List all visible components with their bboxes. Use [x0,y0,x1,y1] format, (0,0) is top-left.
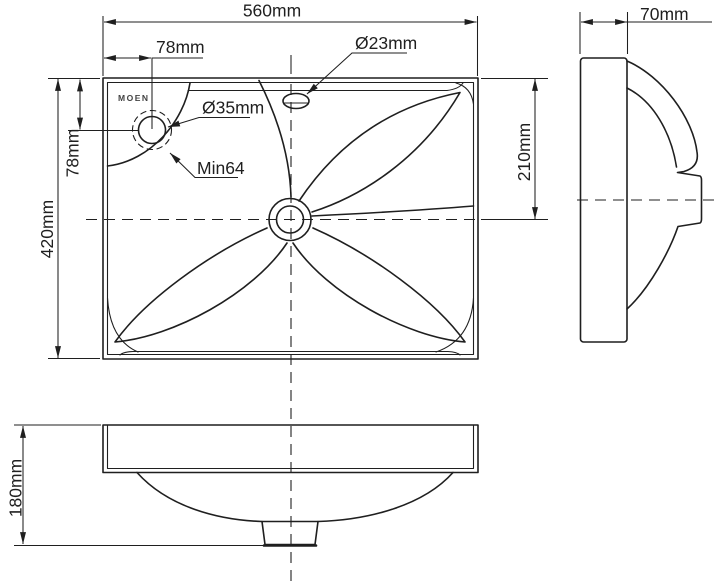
dim-drain-from-top: 210mm [481,77,548,221]
dim-faucet-offset-h-label: 78mm [156,37,205,57]
dim-side-width: 70mm [579,4,712,54]
callout-faucet-hole: Ø35mm [167,98,264,128]
dim-height: 180mm [6,424,264,547]
basin-inner-edges [106,82,475,356]
dim-height-label: 180mm [6,459,26,517]
callout-min-clearance: Min64 [169,152,245,179]
dim-height-extensions [14,424,264,547]
brand-label: MOEN [118,93,150,103]
dim-overall-width-extensions [102,16,479,76]
dim-depth-label: 420mm [37,200,57,258]
callout-faucet-label: Ø35mm [202,98,264,118]
callout-faucet-leader [167,116,250,128]
callout-overflow-label: Ø23mm [355,33,417,53]
dim-drain-extensions [481,77,548,221]
dim-faucet-offset-vertical: 78mm [63,79,83,178]
front-view [102,424,479,547]
front-view-rim-inner [106,424,475,470]
overflow-hole-edge [282,92,310,110]
dim-overall-width-label: 560mm [243,1,301,21]
dim-side-width-label: 70mm [640,4,689,24]
basin-petal-pattern [114,79,475,343]
dim-depth-extensions [48,77,100,360]
front-view-rim-outer [102,424,479,474]
dim-faucet-offset-v-label: 78mm [63,129,83,178]
dim-side-width-extensions [579,12,712,54]
callout-min-clearance-label: Min64 [197,158,245,178]
dim-depth: 420mm [37,77,100,360]
side-view-bowl-profile [626,60,703,310]
side-view [577,57,716,343]
front-view-bowl [136,471,454,523]
dim-faucet-offset-horizontal: 78mm [68,37,205,132]
dim-faucet-offset-h-extensions [68,57,203,132]
callout-overflow: Ø23mm [306,33,417,95]
dim-drain-label: 210mm [514,123,534,181]
dim-overall-width: 560mm [102,1,479,76]
callout-min-clearance-leader [169,152,238,179]
front-view-drain-tab [261,520,319,547]
callout-overflow-leader [306,52,407,95]
overflow-hole [282,92,310,110]
centerlines [86,55,478,582]
